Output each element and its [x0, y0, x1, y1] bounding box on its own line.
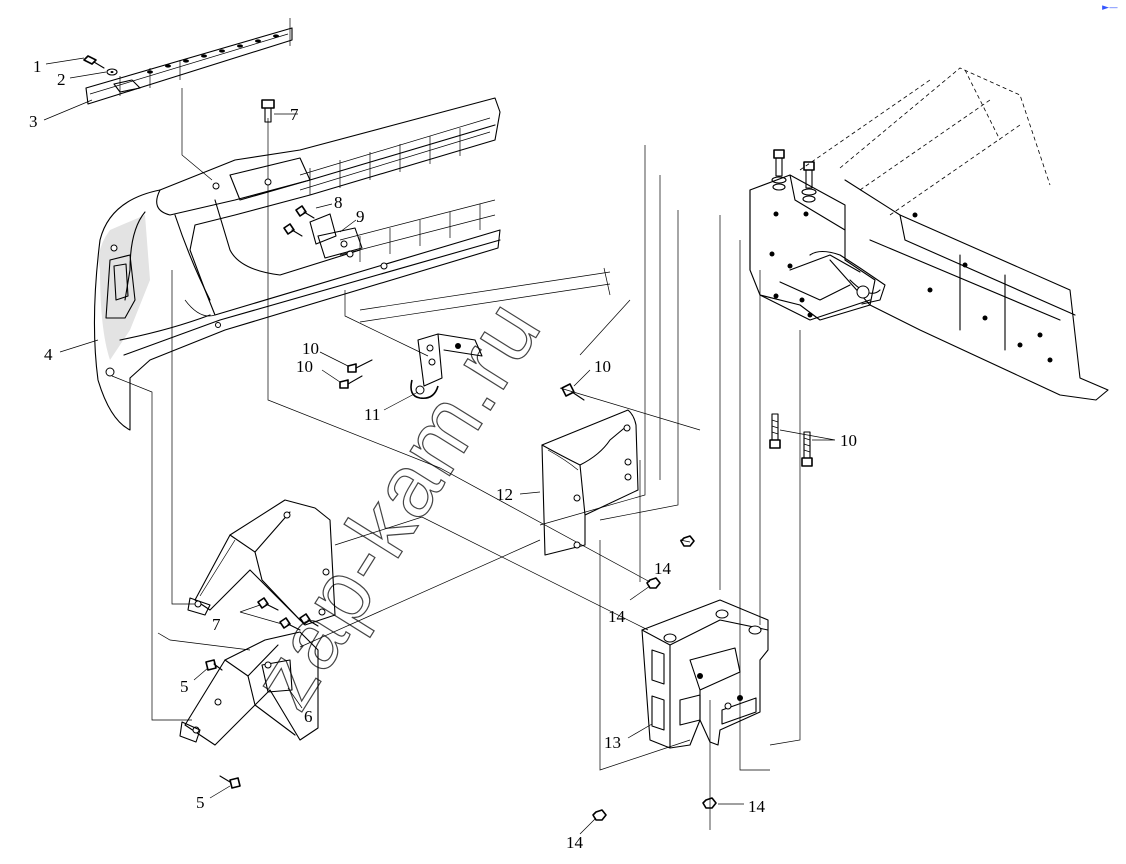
callout-5-lower: 5 [196, 793, 205, 812]
part-5-bolt-upper [205, 659, 223, 671]
callout-14-b: 14 [608, 607, 626, 626]
callout-7-top: 7 [290, 105, 299, 124]
callout-12: 12 [496, 485, 513, 504]
callout-14-a: 14 [654, 559, 672, 578]
frame-mounting-bracket [749, 174, 886, 321]
callout-leaders [43, 57, 836, 835]
callout-7-lower: 7 [212, 615, 221, 634]
callout-10-b: 10 [296, 357, 313, 376]
part-2-washer [106, 68, 118, 76]
part-7-bolts-lower [257, 597, 319, 631]
part-10-bolts-vertical [769, 413, 813, 467]
callout-10-d: 10 [840, 431, 857, 450]
callout-2: 2 [57, 70, 66, 89]
callout-5-upper: 5 [180, 677, 189, 696]
part-5-bolt-lower [219, 775, 241, 789]
small-logo-icon: ►— [1102, 3, 1118, 13]
callout-8: 8 [334, 193, 343, 212]
callout-14-d: 14 [748, 797, 766, 816]
part-6-lower-bracket [179, 631, 319, 746]
callout-labels: 1 2 3 4 5 5 6 7 7 8 9 10 10 10 10 11 12 … [29, 57, 857, 852]
part-6-upper-bracket [187, 499, 336, 626]
callout-14-c: 14 [566, 833, 584, 852]
frame-bolt-stack [771, 149, 817, 217]
part-3-grille-strip [85, 18, 293, 105]
part-12-mounting-plate [541, 409, 639, 556]
part-9-bracket [309, 213, 363, 259]
part-1-bolt [83, 55, 105, 69]
callout-3: 3 [29, 112, 38, 131]
callout-11: 11 [364, 405, 380, 424]
callout-6: 6 [304, 707, 313, 726]
assembly-lines [111, 88, 801, 830]
callout-9: 9 [356, 207, 365, 226]
part-7-bolt-top [261, 99, 275, 123]
callout-13: 13 [604, 733, 621, 752]
part-10-bolt-plate [561, 383, 585, 401]
part-10-bolts-left [339, 359, 373, 389]
frame-rail [799, 67, 1109, 401]
part-4-bumper [93, 97, 501, 431]
part-13-support-bracket [641, 599, 769, 749]
callout-10-c: 10 [594, 357, 611, 376]
part-11-tow-hook [359, 267, 611, 400]
callout-4: 4 [44, 345, 53, 364]
callout-1: 1 [33, 57, 42, 76]
callout-10-a: 10 [302, 339, 319, 358]
part-8-bolts [283, 205, 315, 237]
part-14-nuts [592, 535, 717, 821]
